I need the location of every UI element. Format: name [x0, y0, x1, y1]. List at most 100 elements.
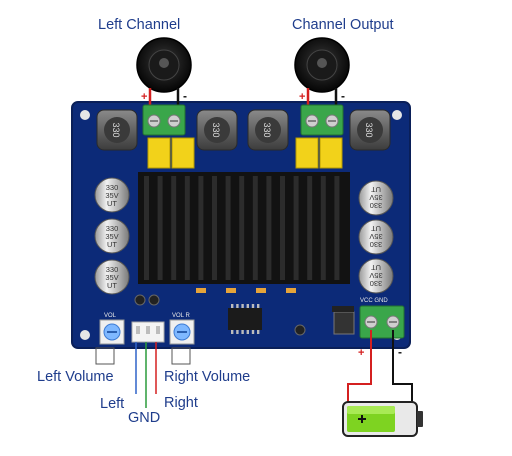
capacitor-marking: 35V — [105, 273, 118, 282]
right-speaker-icon — [294, 37, 350, 93]
capacitor-marking: 330 — [370, 279, 383, 288]
mount-hole — [80, 110, 90, 120]
capacitor-marking: 330 — [370, 240, 383, 249]
heatsink-fin — [293, 176, 299, 280]
capacitor-marking: UT — [107, 281, 117, 290]
mount-hole — [392, 110, 402, 120]
svg-text:330: 330 — [262, 122, 272, 137]
ic-chip — [228, 304, 262, 334]
battery-icon — [342, 401, 423, 437]
capacitor-marking: UT — [371, 263, 381, 272]
capacitor-marking: 35V — [105, 191, 118, 200]
ic-pin — [231, 304, 234, 308]
svg-text:330: 330 — [211, 122, 221, 137]
inductor: 330 — [247, 109, 289, 151]
ic-pin — [236, 330, 239, 334]
left-speaker-minus: - — [183, 89, 187, 103]
inductor-small — [333, 311, 355, 335]
capacitor-marking: 35V — [369, 193, 382, 202]
smd-component — [286, 288, 296, 293]
heatsink-fin — [320, 176, 326, 280]
right-volume-label: Right Volume — [164, 369, 251, 385]
inductor: 330 — [196, 109, 238, 151]
ic-pin — [251, 330, 255, 334]
heatsink-fin — [212, 176, 217, 280]
power-input-terminal — [359, 305, 405, 339]
capacitor-marking: 35V — [369, 232, 382, 241]
film-capacitor — [319, 137, 343, 169]
ic-pin — [246, 330, 249, 334]
heatsink-fin — [144, 176, 149, 280]
small-capacitor — [294, 324, 306, 336]
heatsink — [138, 172, 350, 284]
heatsink-fin — [280, 176, 285, 280]
audio-input-connector — [131, 321, 165, 343]
right-speaker-minus: - — [341, 89, 345, 103]
capacitor-marking: 35V — [105, 232, 118, 241]
ic-pin — [231, 330, 234, 334]
capacitor-marking: UT — [107, 199, 117, 208]
film-capacitor — [171, 137, 195, 169]
capacitor-marking: UT — [371, 224, 381, 233]
ic-pin — [246, 304, 249, 308]
smd-component — [196, 288, 206, 293]
smd-component — [256, 288, 266, 293]
power-wire-red — [347, 330, 372, 402]
svg-text:330: 330 — [364, 122, 374, 137]
left-volume-knob[interactable] — [99, 319, 125, 345]
ic-pin — [257, 304, 260, 308]
heatsink-fin — [225, 176, 231, 280]
left-speaker-icon — [136, 37, 192, 93]
capacitor-marking: 35V — [369, 271, 382, 280]
left-volume-label: Left Volume — [37, 369, 114, 385]
right-speaker-plus: + — [299, 91, 305, 103]
right-volume-knob[interactable] — [169, 319, 195, 345]
capacitor-marking: UT — [107, 240, 117, 249]
ic-pin — [251, 304, 255, 308]
heatsink-fin — [198, 176, 204, 280]
heatsink-fin — [239, 176, 245, 280]
ic-pin — [236, 304, 239, 308]
heatsink-fin — [184, 176, 190, 280]
ic-pin — [241, 304, 244, 308]
small-capacitor — [134, 294, 146, 306]
left-speaker-plus: + — [141, 91, 147, 103]
left-volume-annotation-box — [95, 347, 115, 365]
heatsink-fin — [266, 176, 272, 280]
ic-pin — [257, 330, 260, 334]
small-capacitor — [148, 294, 160, 306]
vol-left-mark: VOL — [104, 313, 117, 319]
mount-hole — [80, 330, 90, 340]
diode — [332, 306, 354, 312]
svg-text:330: 330 — [111, 122, 121, 137]
left-input-label: Left — [100, 396, 125, 412]
ic-pin — [241, 330, 244, 334]
power-wire-black — [392, 330, 413, 402]
capacitor-marking: 330 — [106, 183, 119, 192]
capacitor-marking: 330 — [106, 265, 119, 274]
inductor: 330 — [96, 109, 138, 151]
film-capacitor — [295, 137, 319, 169]
heatsink-fin — [157, 176, 163, 280]
capacitor-marking: 330 — [106, 224, 119, 233]
channel-output-label: Channel Output — [292, 17, 394, 33]
film-capacitor — [147, 137, 171, 169]
heatsink-fin — [334, 176, 340, 280]
capacitor-marking: UT — [371, 185, 381, 194]
smd-component — [226, 288, 236, 293]
power-minus-mark: - — [398, 345, 402, 359]
left-output-terminal — [142, 104, 186, 136]
gnd-input-label: GND — [128, 410, 161, 426]
power-mark: VCC GND — [360, 298, 388, 304]
heatsink-fin — [171, 176, 177, 280]
